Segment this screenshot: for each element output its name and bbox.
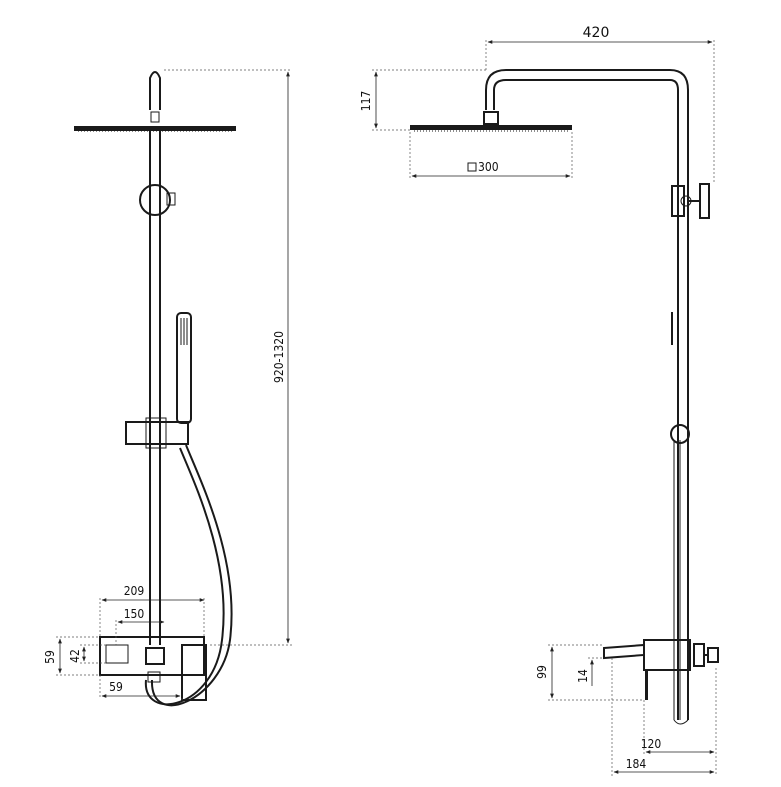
mixer-right-lever [181, 644, 207, 701]
shower-head-front [74, 126, 236, 131]
dim-spout-height: 99 [535, 665, 549, 679]
side-mixer-body [643, 639, 691, 671]
dim-arm-reach: 420 [583, 25, 610, 41]
side-diverter-body [671, 185, 685, 217]
shower-head-side [410, 125, 572, 130]
square-symbol-icon [467, 162, 477, 172]
dim-spout-thickness: 14 [576, 669, 590, 683]
diverter-handle [166, 192, 176, 206]
side-mixer-lever [645, 670, 648, 700]
hose-outer [150, 444, 233, 707]
dim-mixer-width: 209 [124, 584, 145, 598]
dim-spout-reach: 120 [641, 737, 662, 751]
slider-holder [125, 421, 189, 445]
dim-mixer-center: 150 [124, 607, 145, 621]
side-spout [603, 643, 645, 660]
head-connector [150, 111, 160, 123]
hose-inner [144, 447, 225, 706]
riser-top-hook [149, 71, 161, 110]
dim-head-drop: 117 [359, 91, 373, 112]
side-view: 420 117 300 99 14 120 184 [359, 25, 719, 776]
dim-total-depth: 184 [626, 757, 647, 771]
front-view: 920-1320 209 150 59 42 59 [43, 69, 292, 707]
dim-mixer-height: 59 [43, 650, 57, 664]
dim-inner-height: 42 [68, 649, 82, 663]
dim-bottom-width: 59 [109, 680, 123, 694]
mixer-left-knob [105, 644, 129, 664]
side-head-connector [483, 111, 499, 125]
diverter-knob [139, 184, 171, 216]
shower-arm-outer [485, 69, 689, 720]
dim-height-range: 920-1320 [272, 331, 286, 383]
side-mixer-knob [707, 647, 719, 663]
mixer-center-outlet [145, 647, 165, 665]
side-diverter-knob [699, 183, 710, 219]
mixer-body [99, 636, 205, 676]
shower-arm-inner [493, 79, 679, 720]
dim-head-size: 300 [478, 160, 499, 174]
